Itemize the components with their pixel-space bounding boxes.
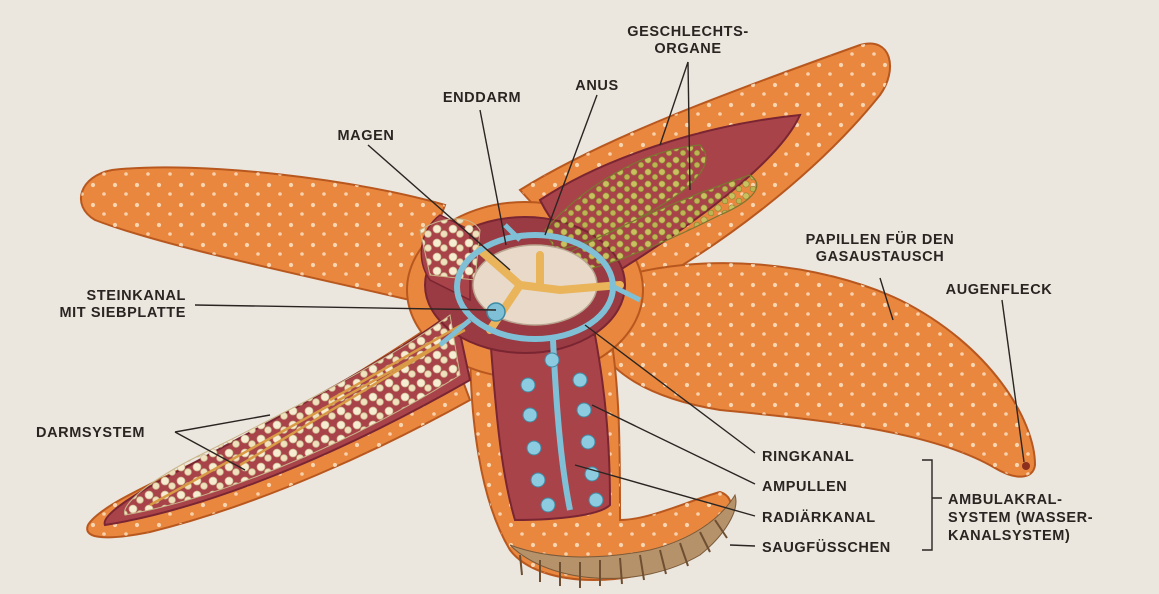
- label-ambulakral-2: SYSTEM (WASSER-: [948, 510, 1093, 526]
- water-vascular-system: [438, 223, 642, 511]
- label-ambulakral-3: KANALSYSTEM): [948, 528, 1070, 544]
- digestive-system: [123, 218, 481, 516]
- label-ringkanal: RINGKANAL: [762, 449, 854, 465]
- madreporite: [486, 302, 506, 322]
- label-steinkanal-1: STEINKANAL: [87, 288, 186, 304]
- label-ambulakral-1: AMBULAKRAL-: [948, 492, 1063, 508]
- gonads: [544, 144, 758, 271]
- label-steinkanal-2: MIT SIEBPLATTE: [59, 305, 186, 321]
- label-geschlechtsorgane-2: ORGANE: [654, 41, 721, 57]
- eyespot-mark: [1022, 462, 1030, 470]
- label-darmsystem: DARMSYSTEM: [36, 425, 145, 441]
- label-papillen-1: PAPILLEN FÜR DEN: [806, 231, 955, 248]
- labels: GESCHLECHTS- ORGANE ANUS ENDDARM MAGEN S…: [36, 24, 1093, 556]
- label-geschlechtsorgane-1: GESCHLECHTS-: [627, 24, 749, 40]
- label-anus: ANUS: [575, 78, 619, 94]
- label-saugfuesschen: SAUGFÜSSCHEN: [762, 539, 891, 556]
- ampullae: [520, 352, 604, 513]
- label-papillen-2: GASAUSTAUSCH: [816, 249, 945, 265]
- label-magen: MAGEN: [338, 128, 395, 144]
- label-augenfleck: AUGENFLECK: [946, 282, 1053, 298]
- label-enddarm: ENDDARM: [443, 90, 521, 106]
- stomach-branches: [476, 246, 624, 334]
- leader-lines: [174, 61, 1025, 551]
- tube-feet: [509, 493, 737, 588]
- label-ampullen: AMPULLEN: [762, 479, 847, 495]
- label-radiaerkanal: RADIÄRKANAL: [762, 509, 876, 526]
